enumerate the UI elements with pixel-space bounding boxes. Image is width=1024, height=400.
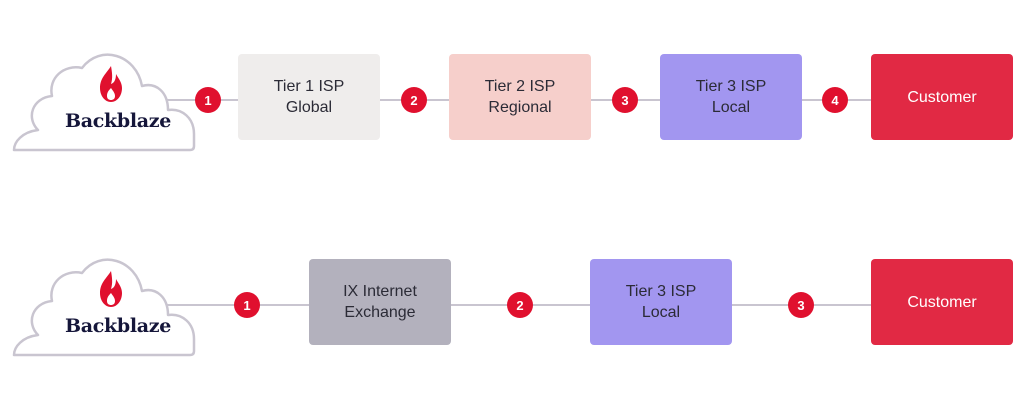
step-badge-4: 4 <box>822 87 848 113</box>
backblaze-flame-icon <box>96 269 126 309</box>
step-badge-2: 2 <box>507 292 533 318</box>
step-badge-1: 1 <box>234 292 260 318</box>
step-badge-3: 3 <box>788 292 814 318</box>
ix-internet-exchange-box: IX Internet Exchange <box>309 259 451 345</box>
tier2-isp-box: Tier 2 ISP Regional <box>449 54 591 140</box>
customer-box: Customer <box>871 259 1013 345</box>
step-badge-2: 2 <box>401 87 427 113</box>
backblaze-flame-icon <box>96 64 126 104</box>
customer-box: Customer <box>871 54 1013 140</box>
tier3-isp-box: Tier 3 ISP Local <box>660 54 802 140</box>
tier1-isp-box: Tier 1 ISP Global <box>238 54 380 140</box>
path-diagram-2: Backblaze 1 IX Internet Exchange 2 Tier … <box>0 245 1024 365</box>
backblaze-cloud-icon <box>8 247 200 367</box>
tier3-isp-box: Tier 3 ISP Local <box>590 259 732 345</box>
backblaze-logo-text: Backblaze <box>64 315 172 337</box>
step-badge-3: 3 <box>612 87 638 113</box>
path-diagram-1: Backblaze 1 Tier 1 ISP Global 2 Tier 2 I… <box>0 40 1024 160</box>
backblaze-cloud-icon <box>8 42 200 162</box>
step-badge-1: 1 <box>195 87 221 113</box>
backblaze-logo-text: Backblaze <box>64 110 172 132</box>
